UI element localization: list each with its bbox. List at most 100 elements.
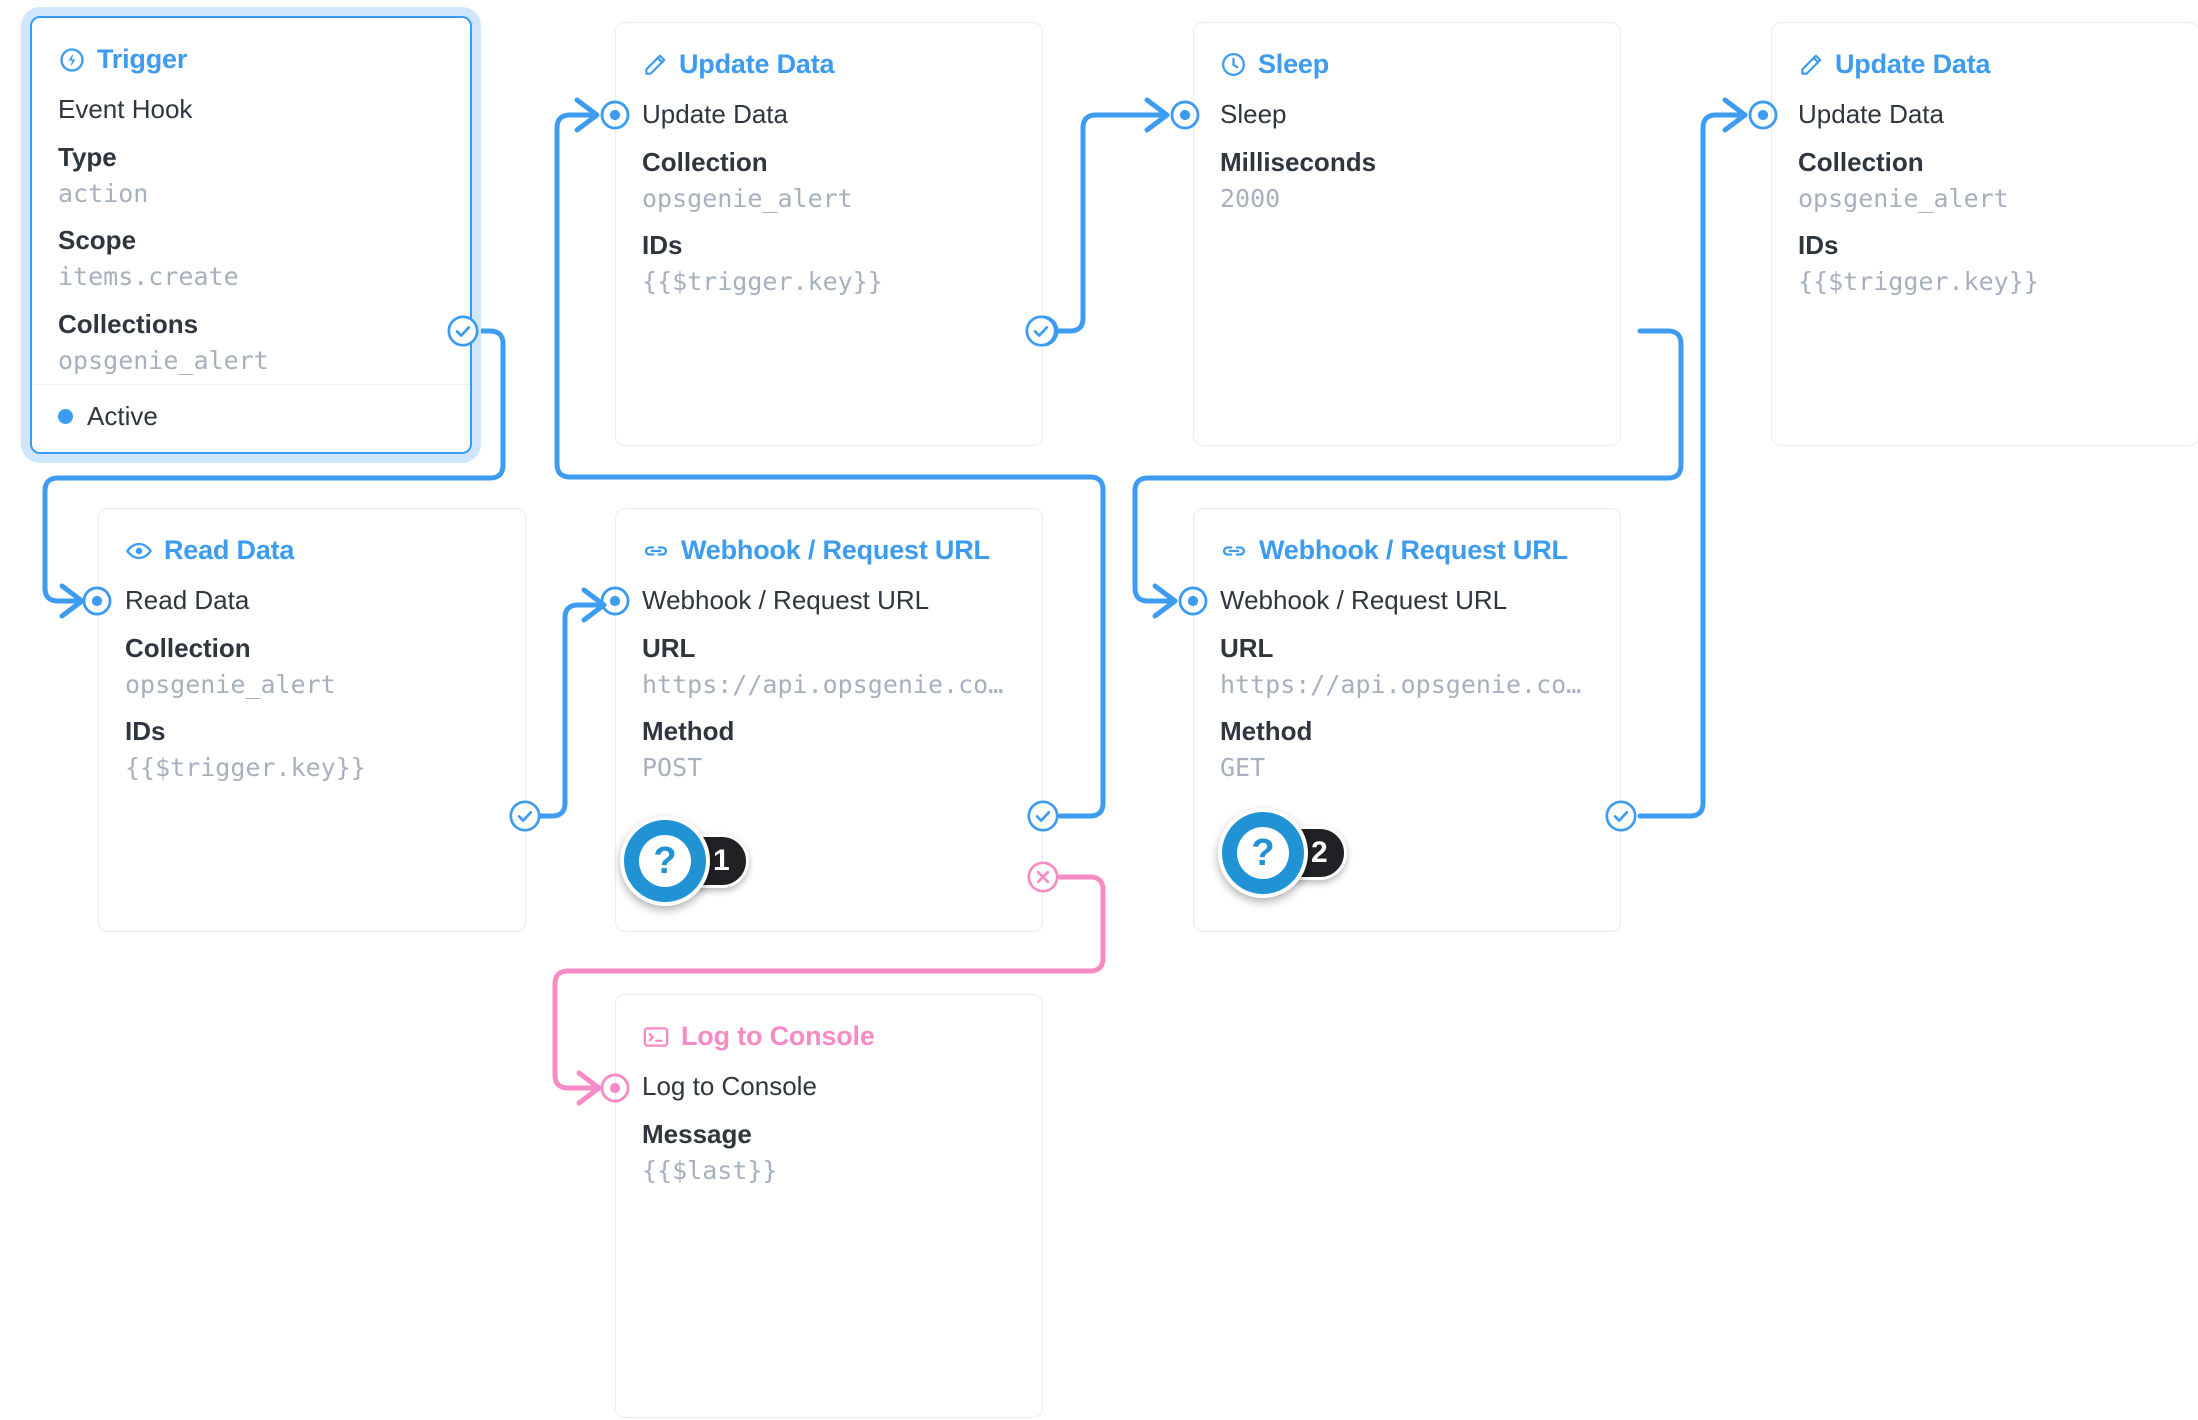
target-dot-icon xyxy=(82,586,112,616)
port-resolve-read-data[interactable] xyxy=(508,799,542,833)
field-label-collection: Collection xyxy=(1798,146,1924,177)
port-resolve-sleep[interactable] xyxy=(1024,314,1058,348)
field-label-collections: Collections xyxy=(58,308,199,339)
node-row-name: Sleep xyxy=(1220,99,1287,129)
node-row-name: Read Data xyxy=(125,585,250,615)
field-value-type: action xyxy=(58,178,149,208)
field-value-collections: opsgenie_alert xyxy=(58,345,269,375)
node-title: Sleep xyxy=(1258,49,1330,79)
field-label-collection: Collection xyxy=(642,146,768,177)
help-badge-1[interactable]: 1 ? xyxy=(620,816,749,906)
node-title: Read Data xyxy=(164,535,295,565)
target-dot-icon xyxy=(600,586,630,616)
node-card-log-to-console[interactable]: Log to Console Log to Console Message {{… xyxy=(615,994,1043,1418)
field-value-ids: {{$trigger.key}} xyxy=(642,267,883,297)
port-input-sleep[interactable] xyxy=(1168,98,1202,132)
field-label-type: Type xyxy=(58,141,117,172)
field-label-collection: Collection xyxy=(125,632,251,663)
node-header-sleep: Sleep xyxy=(1194,23,1620,80)
port-input-update-data-2[interactable] xyxy=(1746,98,1780,132)
field-value-collection: opsgenie_alert xyxy=(642,183,853,213)
node-row-name: Webhook / Request URL xyxy=(1220,585,1508,615)
target-dot-icon xyxy=(1748,100,1778,130)
field-value-milliseconds: 2000 xyxy=(1220,183,1281,213)
port-reject-webhook-post[interactable] xyxy=(1026,860,1060,894)
field-value-message: {{$last}} xyxy=(642,1155,778,1185)
node-title: Update Data xyxy=(679,49,835,79)
node-row-name: Update Data xyxy=(1798,99,1944,129)
port-resolve-webhook-get[interactable] xyxy=(1604,799,1638,833)
clock-icon xyxy=(1220,51,1247,78)
field-value-method: GET xyxy=(1220,753,1266,783)
check-circle-icon xyxy=(509,800,541,832)
node-card-read-data[interactable]: Read Data Read Data Collection opsgenie_… xyxy=(98,508,526,932)
node-body-webhook-get: Webhook / Request URL URL https://api.op… xyxy=(1194,566,1620,786)
field-value-collection: opsgenie_alert xyxy=(125,669,336,699)
field-label-milliseconds: Milliseconds xyxy=(1220,146,1377,177)
x-circle-icon xyxy=(1027,861,1059,893)
node-header-webhook-post: Webhook / Request URL xyxy=(616,509,1042,566)
help-badge-symbol: ? xyxy=(639,835,691,887)
eye-icon xyxy=(125,537,153,565)
node-card-sleep[interactable]: Sleep Sleep Milliseconds 2000 xyxy=(1193,22,1621,446)
port-input-webhook-post[interactable] xyxy=(598,584,632,618)
node-title: Log to Console xyxy=(681,1021,875,1051)
target-dot-icon xyxy=(600,100,630,130)
port-resolve-webhook-post[interactable] xyxy=(1026,799,1060,833)
field-value-ids: {{$trigger.key}} xyxy=(1798,267,2039,297)
node-body-read-data: Read Data Collection opsgenie_alert IDs … xyxy=(99,566,525,786)
question-mark-icon[interactable]: ? xyxy=(620,816,710,906)
node-header-log-to-console: Log to Console xyxy=(616,995,1042,1052)
help-badge-symbol: ? xyxy=(1237,827,1289,879)
port-input-log-to-console[interactable] xyxy=(598,1071,632,1105)
node-body-update-data-2: Update Data Collection opsgenie_alert ID… xyxy=(1772,80,2198,300)
node-header-read-data: Read Data xyxy=(99,509,525,566)
field-value-url: https://api.opsgenie.com/v… xyxy=(1220,669,1594,699)
check-circle-icon xyxy=(447,315,479,347)
field-value-url: https://api.opsgenie.com/v… xyxy=(642,669,1016,699)
help-badge-2[interactable]: 2 ? xyxy=(1218,808,1347,898)
port-input-webhook-get[interactable] xyxy=(1176,584,1210,618)
pencil-icon xyxy=(1798,52,1824,78)
target-dot-icon xyxy=(1178,586,1208,616)
target-dot-icon xyxy=(1170,100,1200,130)
node-header-webhook-get: Webhook / Request URL xyxy=(1194,509,1620,566)
target-dot-icon xyxy=(600,1073,630,1103)
question-mark-icon[interactable]: ? xyxy=(1218,808,1308,898)
node-card-update-data-1[interactable]: Update Data Update Data Collection opsge… xyxy=(615,22,1043,446)
field-label-url: URL xyxy=(642,632,696,663)
node-card-update-data-2[interactable]: Update Data Update Data Collection opsge… xyxy=(1771,22,2198,446)
node-card-trigger[interactable]: Trigger Event Hook Type action Scope ite… xyxy=(30,16,472,454)
node-row-name: Event Hook xyxy=(58,94,193,124)
node-body-trigger: Event Hook Type action Scope items.creat… xyxy=(32,75,470,378)
port-resolve-trigger[interactable] xyxy=(446,314,480,348)
field-label-method: Method xyxy=(642,716,735,747)
field-value-scope: items.create xyxy=(58,262,239,292)
field-label-ids: IDs xyxy=(642,230,683,261)
port-input-update-data-1[interactable] xyxy=(598,98,632,132)
node-body-log-to-console: Log to Console Message {{$last}} xyxy=(616,1052,1042,1188)
node-row-name: Webhook / Request URL xyxy=(642,585,930,615)
field-label-url: URL xyxy=(1220,632,1274,663)
trigger-bolt-circle-icon xyxy=(58,46,86,74)
field-label-ids: IDs xyxy=(1798,230,1839,261)
node-body-webhook-post: Webhook / Request URL URL https://api.op… xyxy=(616,566,1042,786)
status-badge: Active xyxy=(87,401,158,431)
node-header-update-data-2: Update Data xyxy=(1772,23,2198,80)
help-badge-count: 1 xyxy=(713,844,730,877)
node-body-sleep: Sleep Milliseconds 2000 xyxy=(1194,80,1620,216)
check-circle-icon xyxy=(1605,800,1637,832)
check-circle-icon xyxy=(1027,800,1059,832)
status-dot-icon xyxy=(58,409,73,424)
field-label-message: Message xyxy=(642,1118,752,1149)
node-header-trigger: Trigger xyxy=(32,18,470,75)
field-label-scope: Scope xyxy=(58,225,137,256)
node-header-update-data-1: Update Data xyxy=(616,23,1042,80)
field-label-method: Method xyxy=(1220,716,1313,747)
field-value-collection: opsgenie_alert xyxy=(1798,183,2009,213)
node-footer-status: Active xyxy=(32,384,470,452)
port-input-read-data[interactable] xyxy=(80,584,114,618)
field-label-ids: IDs xyxy=(125,716,166,747)
field-value-ids: {{$trigger.key}} xyxy=(125,753,366,783)
